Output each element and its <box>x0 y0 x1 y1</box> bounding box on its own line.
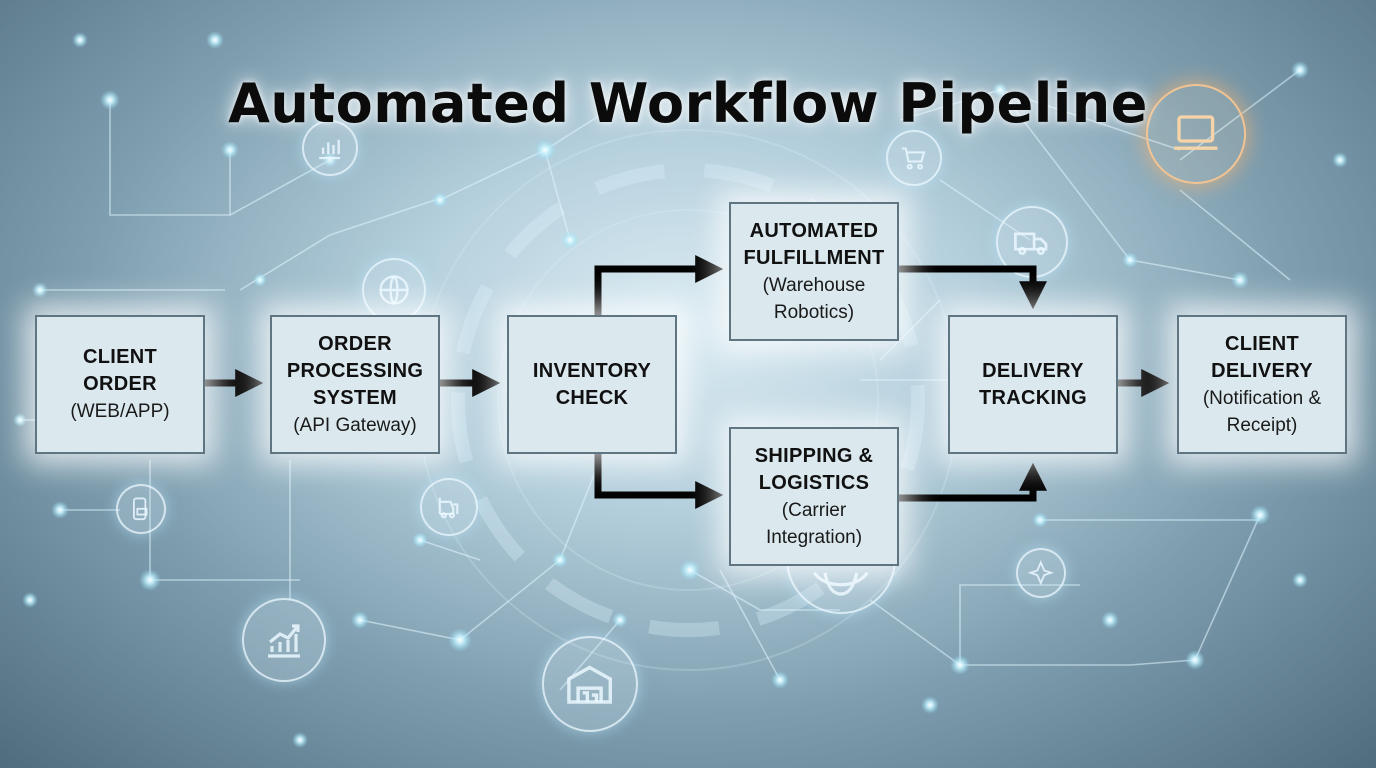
step-title: CLIENT DELIVERY <box>1211 332 1313 382</box>
step-client-order: CLIENT ORDER (WEB/APP) <box>35 315 205 454</box>
forklift-icon <box>420 478 478 536</box>
step-delivery-tracking: DELIVERY TRACKING <box>948 315 1118 454</box>
network-node-icon <box>1016 548 1066 598</box>
step-title: SHIPPING & LOGISTICS <box>754 444 874 494</box>
step-title: DELIVERY TRACKING <box>979 359 1087 409</box>
step-title: CLIENT ORDER <box>82 346 158 395</box>
step-subtitle: (Warehouse Robotics) <box>762 274 866 323</box>
growth-chart-icon <box>242 598 326 682</box>
arrow-inventory-to-fulfillment <box>594 255 724 315</box>
step-subtitle: (API Gateway) <box>293 414 417 436</box>
step-subtitle: (Notification & Receipt) <box>1202 387 1322 436</box>
mobile-payment-icon <box>116 484 166 534</box>
step-title: AUTOMATED FULFILLMENT <box>743 219 885 269</box>
arrow-inventory-to-shipping <box>594 454 724 509</box>
bar-chart-icon <box>302 120 358 176</box>
shopping-cart-icon <box>886 130 942 186</box>
step-automated-fulfillment: AUTOMATED FULFILLMENT (Warehouse Robotic… <box>729 202 899 341</box>
step-inventory-check: INVENTORY CHECK <box>507 315 677 454</box>
laptop-icon <box>1146 84 1246 184</box>
step-client-delivery: CLIENT DELIVERY (Notification & Receipt) <box>1177 315 1347 454</box>
step-subtitle: (WEB/APP) <box>70 401 170 422</box>
step-shipping-logistics: SHIPPING & LOGISTICS (Carrier Integratio… <box>729 427 899 566</box>
arrow-shipping-to-tracking <box>899 462 1047 502</box>
step-title: ORDER PROCESSING SYSTEM <box>286 332 424 409</box>
step-order-processing: ORDER PROCESSING SYSTEM (API Gateway) <box>270 315 440 454</box>
arrow-fulfillment-to-tracking <box>899 265 1047 310</box>
page-title: Automated Workflow Pipeline <box>228 72 1148 135</box>
globe-icon <box>362 258 426 322</box>
warehouse-icon <box>542 636 638 732</box>
step-subtitle: (Carrier Integration) <box>765 499 863 548</box>
step-title: INVENTORY CHECK <box>532 359 652 409</box>
